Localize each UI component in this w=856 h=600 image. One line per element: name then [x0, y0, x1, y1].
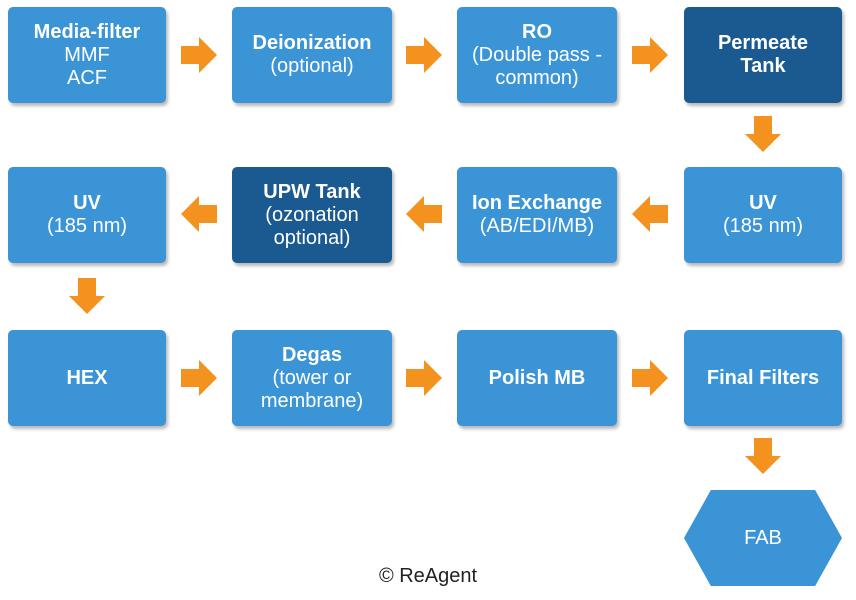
node-subtitle: (Double pass - [471, 43, 603, 66]
node-title: RO [522, 20, 552, 43]
arrow-down-icon [69, 278, 105, 314]
node-subtitle: (tower or [272, 366, 352, 389]
node-ion-exchange: Ion Exchange (AB/EDI/MB) [457, 167, 617, 263]
arrow-left-icon [406, 196, 442, 232]
node-subtitle: (optional) [270, 55, 354, 77]
node-subtitle: (AB/EDI/MB) [479, 215, 595, 237]
node-title: UV [749, 192, 777, 214]
node-title: HEX [66, 366, 108, 389]
node-title: Deionization [252, 32, 372, 54]
node-title: UV [73, 192, 101, 214]
arrow-right-icon [632, 37, 668, 73]
arrow-right-icon [181, 360, 217, 396]
node-title: Permeate [717, 32, 809, 54]
node-ro: RO (Double pass - common) [457, 7, 617, 103]
copyright-notice: © ReAgent [378, 565, 478, 587]
node-final-filters: Final Filters [684, 330, 842, 426]
node-upw-tank: UPW Tank (ozonation optional) [232, 167, 392, 263]
arrow-right-icon [181, 37, 217, 73]
node-media-filter: Media-filter MMF ACF [8, 7, 166, 103]
arrow-right-icon [632, 360, 668, 396]
node-subtitle: ACF [67, 66, 107, 89]
node-deionization: Deionization (optional) [232, 7, 392, 103]
arrow-right-icon [406, 360, 442, 396]
node-title: Tank [740, 55, 786, 77]
node-fab: FAB [684, 490, 842, 586]
arrow-down-icon [745, 438, 781, 474]
node-title: Media-filter [33, 20, 141, 43]
node-polish-mb: Polish MB [457, 330, 617, 426]
node-uv-left: UV (185 nm) [8, 167, 166, 263]
node-subtitle: MMF [64, 43, 110, 66]
node-subtitle: optional) [273, 226, 351, 249]
node-permeate-tank: Permeate Tank [684, 7, 842, 103]
node-uv-right: UV (185 nm) [684, 167, 842, 263]
node-title: UPW Tank [263, 180, 361, 203]
node-title: Degas [281, 343, 343, 366]
node-hex: HEX [8, 330, 166, 426]
node-title: Ion Exchange [471, 192, 603, 214]
node-subtitle: common) [495, 66, 579, 89]
arrow-left-icon [632, 196, 668, 232]
node-subtitle: (ozonation [265, 203, 359, 226]
node-subtitle: membrane) [260, 389, 364, 412]
arrow-left-icon [181, 196, 217, 232]
node-title: FAB [744, 526, 782, 549]
arrow-down-icon [745, 116, 781, 152]
arrow-right-icon [406, 37, 442, 73]
node-subtitle: (185 nm) [46, 215, 128, 237]
node-title: Final Filters [706, 366, 820, 389]
node-subtitle: (185 nm) [722, 215, 804, 237]
node-title: Polish MB [488, 366, 586, 389]
node-degas: Degas (tower or membrane) [232, 330, 392, 426]
